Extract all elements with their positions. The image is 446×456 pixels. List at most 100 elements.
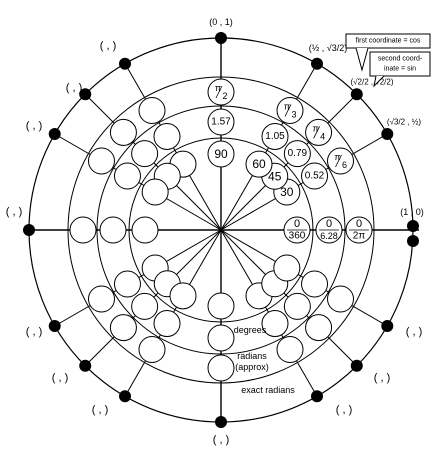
- exact-radian-bubble-num: π: [284, 101, 290, 111]
- coord-blank: ( , ): [26, 326, 43, 338]
- degree-bubble: [207, 140, 235, 168]
- approx-radian-bubble: [283, 292, 311, 320]
- approx-radian-bubble: 6.28: [320, 231, 338, 241]
- legend-exact-radians: exact radians: [241, 385, 295, 395]
- coord-blank: ( , ): [66, 82, 83, 94]
- degree-bubble-zero: 0: [294, 218, 300, 230]
- fraction-slash: [284, 104, 292, 117]
- point-label-a: A: [410, 222, 416, 231]
- exact-radian-bubble-den: 4: [320, 131, 325, 141]
- coord-d: (½ , √3/2): [309, 43, 347, 53]
- point-m: [215, 416, 227, 428]
- exact-radian-bubble: [305, 314, 333, 342]
- point-label-d: D: [314, 60, 320, 69]
- approx-radian-bubble: [301, 270, 329, 298]
- point-l: [119, 390, 131, 403]
- approx-radian-bubble: [131, 292, 159, 320]
- approx-radian-bubble: [99, 216, 127, 244]
- fraction-slash: [313, 126, 320, 139]
- degree-bubble: [273, 254, 301, 282]
- exact-radian-bubble: [87, 147, 115, 175]
- point-b: [381, 128, 394, 140]
- degree-bubble-360: 360: [289, 231, 306, 242]
- callout-pointer: [373, 75, 385, 88]
- angle-bubbles: 2π6.28π60.5230π40.7945π31.0560π21.579003…: [69, 78, 373, 382]
- approx-radian-bubble: [301, 162, 329, 190]
- legend-radians: radians: [237, 351, 267, 361]
- point-n: [311, 390, 323, 403]
- point-q: [407, 235, 419, 247]
- callout-sin: [369, 51, 431, 77]
- exact-radian-bubble: [305, 118, 333, 146]
- coord-c: (√2/2 , √2/2): [350, 78, 393, 87]
- callout-sin-line1: second coord-: [378, 56, 423, 63]
- point-j: [48, 320, 61, 332]
- degree-bubble: 60: [252, 157, 266, 171]
- approx-radian-bubble: [283, 140, 311, 168]
- approx-radian-bubble: [261, 122, 289, 150]
- callout-pointer: [355, 47, 369, 72]
- exact-radian-bubble-num: π: [334, 152, 340, 162]
- exact-radian-bubble: [327, 285, 355, 313]
- callout-cos-text: first coordinate = cos: [356, 38, 421, 45]
- point-a: [407, 220, 419, 232]
- point-label-q: Q: [410, 237, 416, 246]
- approx-radian-zero: 0: [326, 218, 332, 230]
- point-label-f: F: [123, 60, 128, 69]
- exact-radian-zero: 0: [356, 218, 362, 230]
- degree-bubble: [169, 282, 197, 310]
- callouts: first coordinate = cos second coord-inate…: [345, 33, 431, 88]
- point-h: [48, 128, 61, 140]
- ring-legend: degrees radians(approx) exact radians: [234, 325, 296, 395]
- point-label-j: J: [52, 322, 56, 331]
- coord-blank: ( , ): [52, 372, 69, 384]
- degree-bubble: 45: [268, 169, 282, 183]
- exact-radian-bubble: [276, 336, 304, 364]
- point-label-h: H: [52, 130, 58, 139]
- exact-radian-bubble: [327, 147, 355, 175]
- exact-radian-bubble-den: 2: [222, 91, 227, 101]
- exact-radian-bubble: [87, 285, 115, 313]
- coord-blank: ( , ): [26, 120, 43, 132]
- approx-radian-bubble: [153, 310, 181, 338]
- point-o: [350, 359, 363, 372]
- exact-radian-bubble-num: π: [312, 123, 318, 133]
- point-label-n: N: [314, 392, 320, 401]
- point-label-l: L: [123, 392, 128, 401]
- point-label-b: B: [384, 130, 390, 139]
- approx-radian-bubble: [131, 140, 159, 168]
- exact-radian-bubble-den: 3: [291, 109, 296, 119]
- exact-radian-bubble-num: π: [215, 83, 221, 93]
- point-label-g: G: [82, 90, 88, 99]
- coord-blank: ( , ): [406, 326, 423, 338]
- exact-radian-bubble: [109, 118, 137, 146]
- exact-radian-bubble: [69, 216, 97, 244]
- point-f: [119, 57, 131, 70]
- coord-blank: ( , ): [374, 372, 391, 384]
- point-label-c: C: [354, 90, 360, 99]
- exact-radian-bubble: [138, 96, 166, 124]
- exact-radian-bubble-den: 6: [342, 160, 347, 170]
- legend-degrees: degrees: [234, 325, 267, 335]
- point-c: [350, 88, 363, 101]
- approx-radian-bubble: 0.79: [288, 148, 308, 159]
- approx-radian-bubble: [207, 324, 235, 352]
- point-i: [23, 224, 35, 236]
- coord-blank: ( , ): [213, 434, 230, 446]
- point-label-e: E: [218, 34, 224, 43]
- exact-radian-bubble: [138, 336, 166, 364]
- point-label-k: K: [82, 362, 88, 371]
- point-p: [381, 320, 394, 332]
- approx-radian-bubble: [207, 108, 235, 136]
- fraction-slash: [335, 154, 342, 168]
- point-k: [79, 359, 92, 372]
- coord-blank: ( , ): [6, 206, 23, 218]
- approx-radian-bubble: [113, 270, 141, 298]
- point-g: [79, 88, 92, 101]
- callout-cos: [345, 33, 431, 49]
- legend-radians-approx: (approx): [235, 362, 269, 372]
- point-label-o: O: [354, 362, 360, 371]
- callout-sin-line2: inate = sin: [384, 66, 416, 73]
- exact-radian-bubble: [276, 96, 304, 124]
